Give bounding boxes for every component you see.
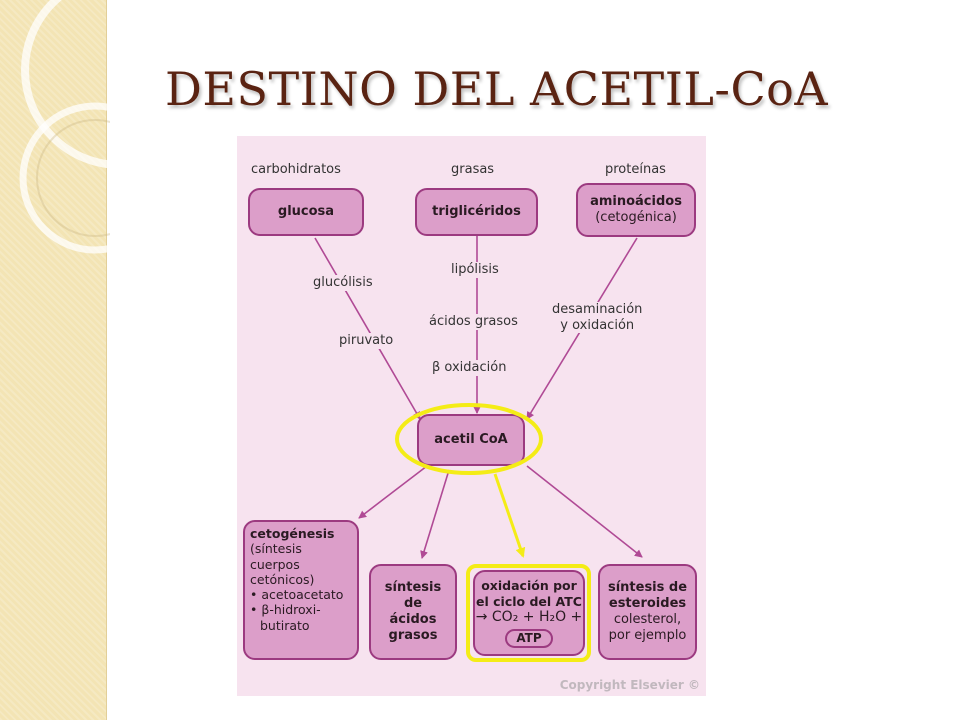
diagram-panel: carbohidratos grasas proteínas glucosa t… (237, 136, 706, 696)
node-cetogenesis: cetogénesis (síntesis cuerpos cetónicos)… (243, 520, 359, 660)
node-sintesis-esteroides: síntesis de esteroides colesterol, por e… (598, 564, 697, 660)
label-lipolisis: lipólisis (449, 262, 501, 278)
arrow-acetil-esteroides (526, 465, 643, 558)
node-oxidacion-atc: oxidación por el ciclo del ATC → CO₂ + H… (473, 570, 585, 656)
label-desaminacion-oxidacion: desaminación y oxidación (550, 302, 645, 334)
node-glucosa: glucosa (248, 188, 364, 236)
slide-title: DESTINO DEL ACETIL-CoA (165, 62, 829, 116)
arrow-glucosa-acetil (314, 237, 421, 420)
decorative-circles (19, 0, 110, 254)
arrow-acetil-sintesis (420, 469, 450, 559)
label-carbohidratos: carbohidratos (251, 162, 341, 177)
copyright-watermark: Copyright Elsevier © (559, 678, 700, 692)
label-grasas: grasas (451, 162, 495, 177)
arrow-acetil-cetogenesis (358, 465, 428, 519)
node-acetil-coa: acetil CoA (417, 414, 525, 466)
atp-badge: ATP (505, 628, 553, 648)
node-aminoacidos: aminoácidos (cetogénica) (576, 183, 696, 237)
label-proteinas: proteínas (605, 162, 666, 177)
label-acidos-grasos: ácidos grasos (427, 314, 520, 330)
node-sintesis-acidos-grasos: síntesis de ácidos grasos (369, 564, 457, 660)
label-glucolisis: glucólisis (311, 275, 375, 291)
label-piruvato: piruvato (337, 333, 396, 349)
label-beta-oxidacion: β oxidación (430, 360, 509, 376)
node-trigliceridos: triglicéridos (415, 188, 538, 236)
